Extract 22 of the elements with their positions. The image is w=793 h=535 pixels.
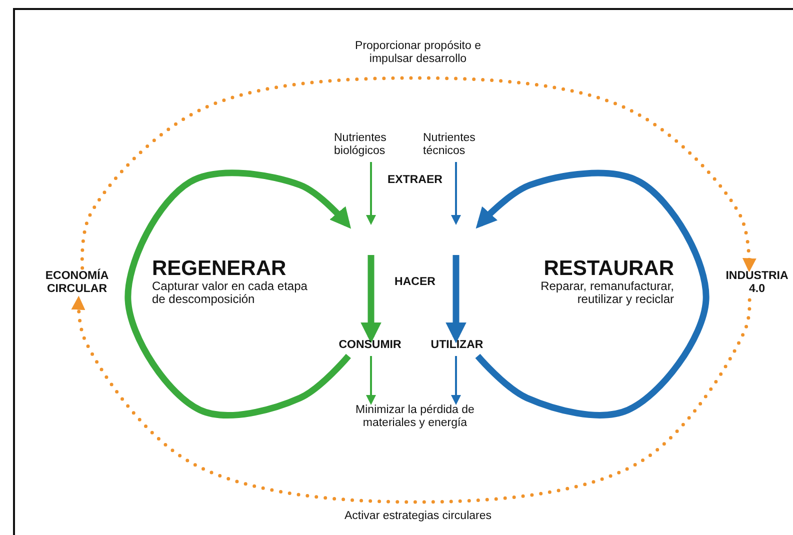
note-text: Nutrientes biológicos: [334, 132, 408, 158]
stage-label: CONSUMIR: [330, 339, 410, 352]
note-text: Minimizar la pérdida de materiales y energía: [340, 404, 490, 430]
arrow: [366, 162, 376, 225]
cycle-heading: RESTAURAR: [542, 258, 674, 280]
cycle-description: Reparar, remanufacturar, reutilizar y reciclar: [540, 280, 674, 306]
note-text: Nutrientes técnicos: [423, 132, 489, 158]
stage-label: HACER: [388, 276, 442, 289]
arrow: [451, 162, 461, 225]
stage-label: ECONOMÍA CIRCULAR: [30, 270, 124, 296]
arrow: [446, 255, 466, 344]
cycle-description: Capturar valor en cada etapa de descomposición: [152, 280, 308, 306]
dotted-arrow: [71, 296, 752, 504]
cycle-heading: REGENERAR: [152, 258, 288, 280]
loop-arrow: [475, 170, 710, 418]
arrow: [360, 255, 382, 344]
dotted-arrow: [80, 76, 756, 272]
stage-label: INDUSTRIA 4.0: [722, 270, 792, 296]
arrow: [366, 356, 376, 405]
stage-label: UTILIZAR: [422, 339, 492, 352]
stage-label: EXTRAER: [380, 174, 450, 187]
arrow: [451, 356, 461, 405]
